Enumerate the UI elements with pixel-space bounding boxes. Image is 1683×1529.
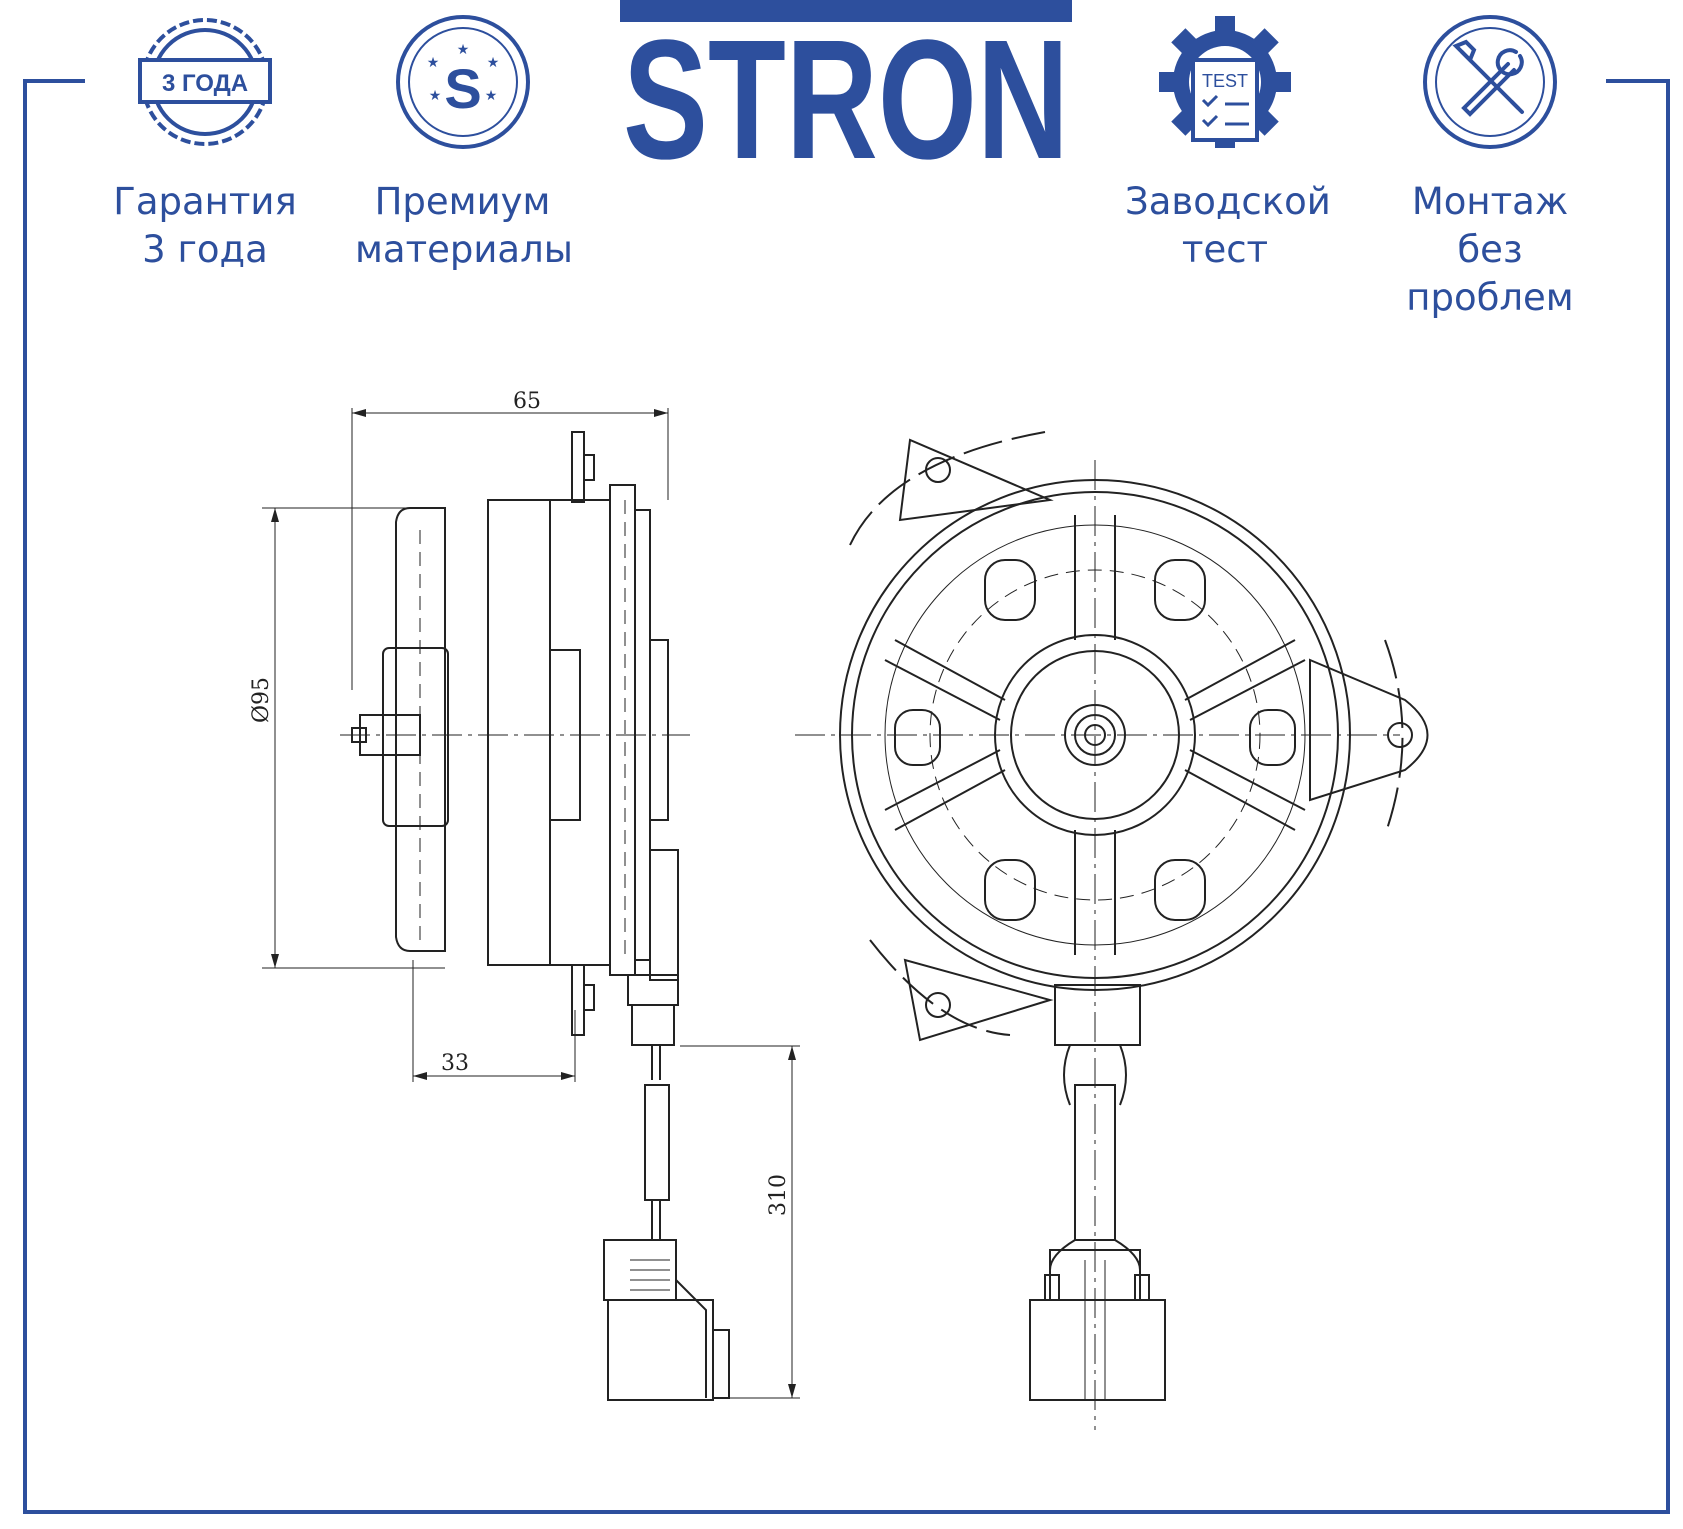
tools-icon <box>1423 15 1557 149</box>
premium-badge-text: S <box>444 57 481 120</box>
motor-side-view <box>262 408 800 1401</box>
feature-warranty: 3 ГОДА Гарантия 3 года <box>110 12 300 274</box>
feature-mounting: Монтаж без проблем <box>1370 12 1610 322</box>
motor-front-view <box>795 431 1429 1430</box>
warranty-badge-icon: 3 ГОДА <box>138 18 272 146</box>
svg-text:★: ★ <box>426 55 439 71</box>
feature-test-line1: Заводской <box>1125 180 1331 223</box>
feature-test-line2: тест <box>1181 228 1269 271</box>
feature-mounting-line2: без проблем <box>1406 228 1574 319</box>
svg-text:★: ★ <box>486 55 499 71</box>
svg-text:★: ★ <box>456 42 469 58</box>
test-gear-icon: TEST <box>1159 16 1291 148</box>
svg-text:★: ★ <box>484 88 497 104</box>
test-badge-text: TEST <box>1202 71 1248 91</box>
svg-text:★: ★ <box>428 88 441 104</box>
dimension-width: 65 <box>513 389 541 414</box>
feature-warranty-line1: Гарантия <box>113 180 297 223</box>
warranty-badge-text: 3 ГОДА <box>162 70 248 97</box>
feature-mounting-line1: Монтаж <box>1411 180 1569 223</box>
dimension-offset: 33 <box>441 1051 469 1076</box>
feature-test: TEST Заводской тест <box>1125 12 1331 274</box>
dimension-diameter: Ø95 <box>249 677 274 723</box>
dimension-cable-length: 310 <box>766 1174 791 1216</box>
feature-premium-line2: материалы <box>355 228 573 271</box>
feature-premium: ★ ★ ★ ★ ★ S Премиум материалы <box>355 12 573 274</box>
premium-s-icon: ★ ★ ★ ★ ★ S <box>395 15 530 149</box>
feature-warranty-line2: 3 года <box>142 228 268 271</box>
feature-premium-line1: Премиум <box>374 180 551 223</box>
